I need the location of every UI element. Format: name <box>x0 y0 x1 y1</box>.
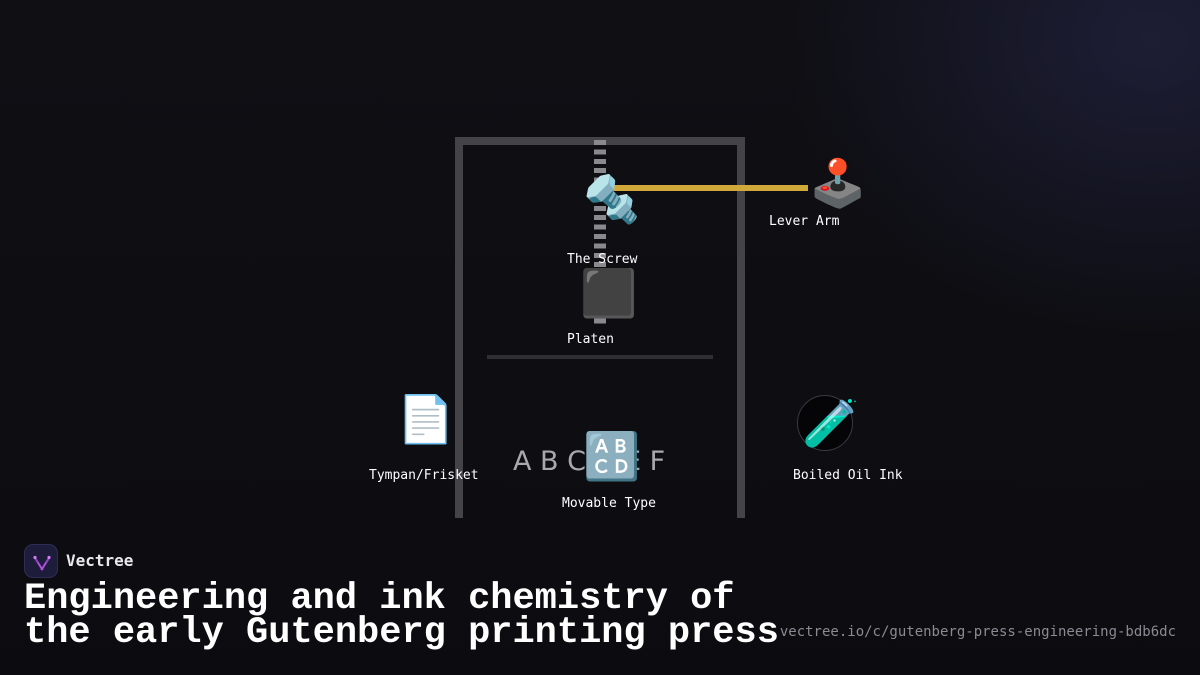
lever-arm-label: Lever Arm <box>769 214 840 229</box>
page-title-line-1: Engineering and ink chemistry of <box>24 578 735 620</box>
lever-bar <box>612 185 808 191</box>
brand-name: Vectree <box>66 551 134 570</box>
platen-label: Platen <box>567 332 614 347</box>
press-bed-line <box>487 355 713 359</box>
joystick-icon: 🕹️ <box>809 156 867 210</box>
uppercase-letters-icon: 🔠 <box>583 429 641 483</box>
test-tube-icon: 🧪 <box>802 396 860 450</box>
press-frame-right-post <box>737 137 745 518</box>
page-title-line-2: the early Gutenberg printing press <box>24 612 779 654</box>
black-square-icon: ⬛ <box>580 266 638 320</box>
screw-thread <box>594 140 606 326</box>
press-frame-left-post <box>455 137 463 518</box>
ink-circle <box>797 395 853 451</box>
page-title: Engineering and ink chemistry of the ear… <box>24 578 784 654</box>
source-url[interactable]: vectree.io/c/gutenberg-press-engineering… <box>779 624 1176 640</box>
vectree-logo <box>24 544 58 578</box>
screw-label: The Screw <box>567 252 638 267</box>
type-letters: A B C D E F <box>513 446 666 477</box>
movable-type-label: Movable Type <box>562 496 656 511</box>
boiled-oil-ink-label: Boiled Oil Ink <box>793 468 903 483</box>
page-icon: 📄 <box>397 392 455 446</box>
vectree-logo-icon <box>33 555 51 571</box>
nut-and-bolt-icon: 🔩 <box>583 172 641 226</box>
tympan-frisket-label: Tympan/Frisket <box>369 468 479 483</box>
